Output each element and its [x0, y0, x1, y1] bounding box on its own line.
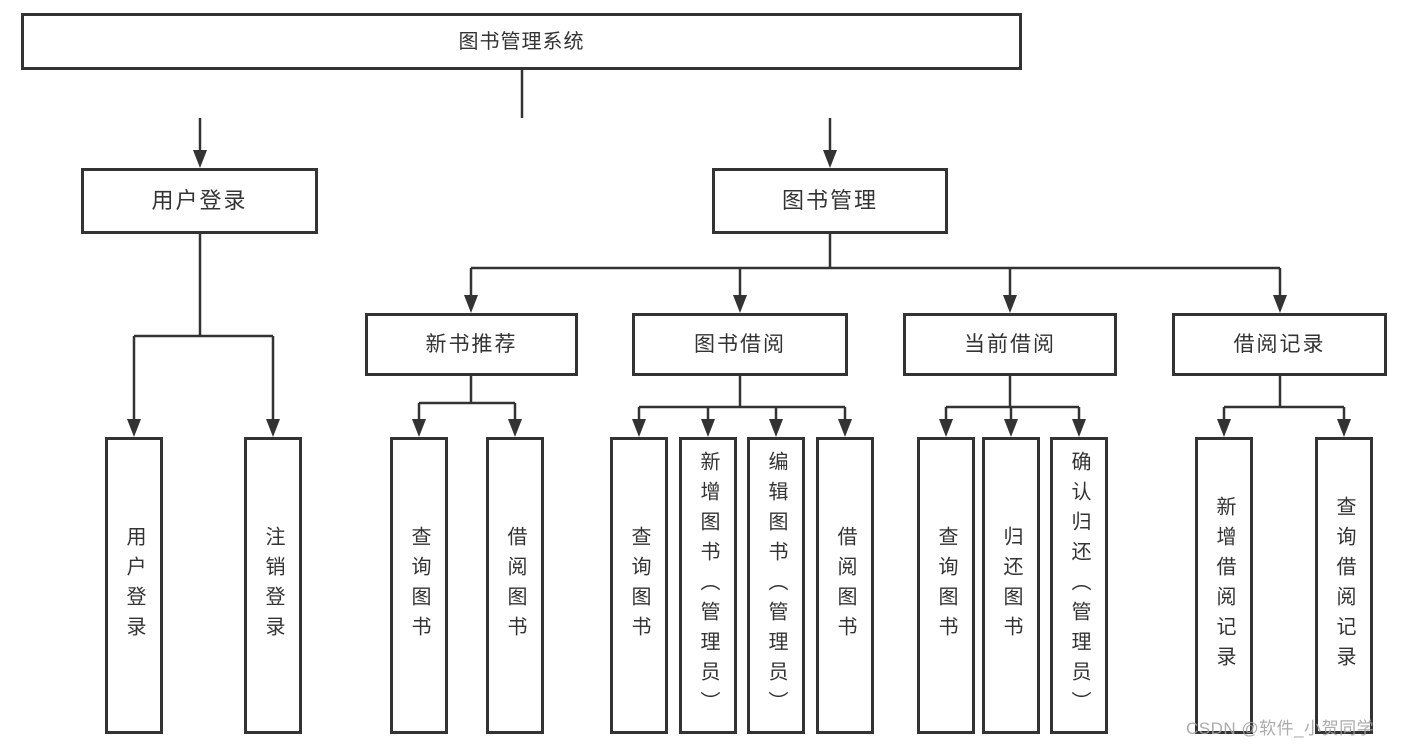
leaf-add-books-admin: 新增图书（管理员） — [679, 437, 737, 734]
leaf-add-borrow-record: 新增借阅记录 — [1195, 437, 1253, 734]
leaf-borrow-books-recommend: 借阅图书 — [486, 437, 544, 734]
node-current-borrowing: 当前借阅 — [903, 313, 1117, 376]
node-label: 图书管理系统 — [458, 30, 585, 53]
leaf-edit-books-admin: 编辑图书（管理员） — [747, 437, 805, 734]
leaf-user-login: 用户登录 — [105, 437, 163, 734]
node-label: 查询图书 — [408, 525, 430, 646]
node-label: 确认归还（管理员） — [1068, 450, 1090, 721]
node-label: 借阅记录 — [1233, 333, 1326, 356]
node-new-book-recommendation: 新书推荐 — [365, 313, 578, 376]
node-label: 查询图书 — [628, 525, 650, 646]
leaf-query-books-current: 查询图书 — [917, 437, 975, 734]
node-label: 注销登录 — [262, 525, 284, 646]
node-label: 新增借阅记录 — [1213, 495, 1235, 676]
leaf-confirm-return-admin: 确认归还（管理员） — [1050, 437, 1108, 734]
leaf-return-books: 归还图书 — [982, 437, 1040, 734]
node-label: 归还图书 — [1000, 525, 1022, 646]
node-label: 借阅图书 — [834, 525, 856, 646]
node-borrowing-records: 借阅记录 — [1172, 313, 1387, 376]
node-label: 当前借阅 — [964, 333, 1056, 356]
node-label: 图书管理 — [781, 188, 878, 213]
node-book-borrowing: 图书借阅 — [632, 313, 848, 376]
leaf-query-books-borrow: 查询图书 — [610, 437, 668, 734]
node-label: 用户登录 — [123, 525, 145, 646]
node-book-management: 图书管理 — [712, 168, 948, 234]
node-user-login: 用户登录 — [81, 168, 318, 234]
leaf-borrow-books: 借阅图书 — [816, 437, 874, 734]
node-label: 图书借阅 — [694, 333, 786, 356]
leaf-query-borrow-record: 查询借阅记录 — [1315, 437, 1373, 734]
node-label: 借阅图书 — [504, 525, 526, 646]
node-label: 编辑图书（管理员） — [765, 450, 787, 721]
node-library-management-system: 图书管理系统 — [21, 13, 1022, 70]
node-label: 新书推荐 — [425, 333, 518, 356]
node-label: 查询图书 — [935, 525, 957, 646]
leaf-logout: 注销登录 — [244, 437, 302, 734]
node-label: 查询借阅记录 — [1333, 495, 1355, 676]
node-label: 用户登录 — [151, 188, 248, 213]
csdn-watermark: CSDN @软件_小贺同学 — [1186, 719, 1375, 738]
leaf-query-books-recommend: 查询图书 — [390, 437, 448, 734]
node-label: 新增图书（管理员） — [697, 450, 719, 721]
